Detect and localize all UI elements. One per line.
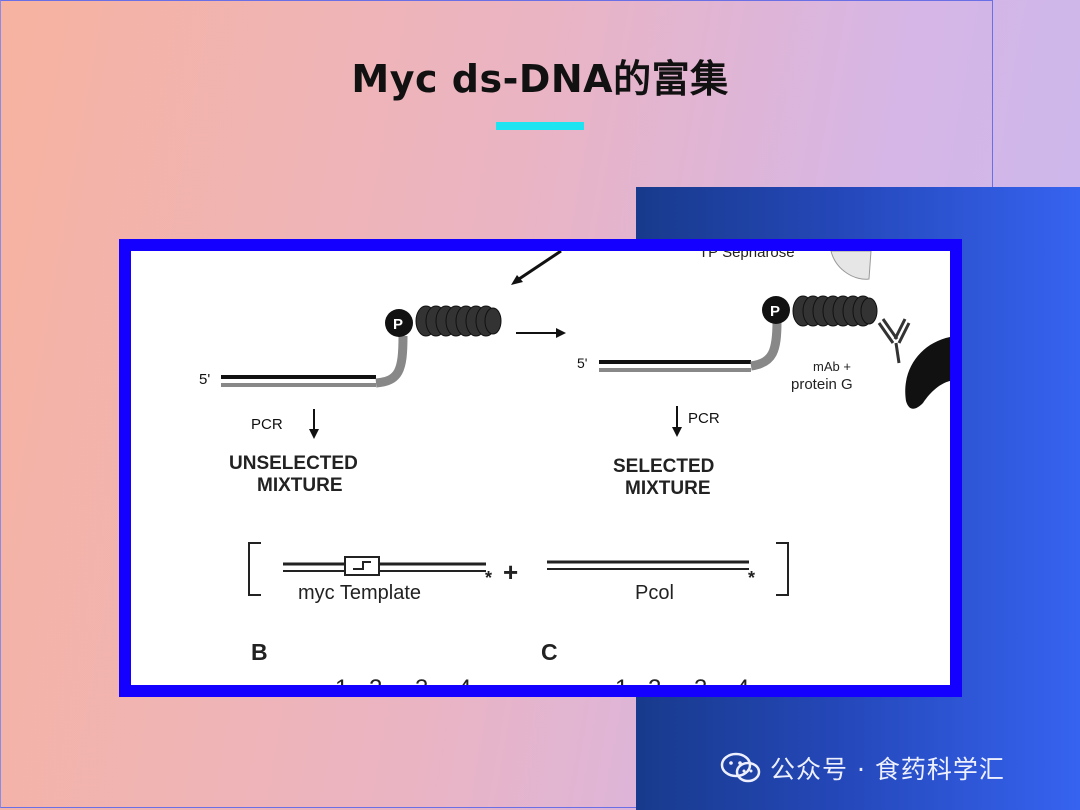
lane-c-4: 4 xyxy=(736,675,749,685)
plus-sign: + xyxy=(503,557,518,587)
mab-label: mAb + xyxy=(813,359,851,374)
svg-text:P: P xyxy=(770,303,780,320)
pcr-arrow-right xyxy=(672,427,682,437)
five-prime-left: 5' xyxy=(199,371,210,388)
protein-g-bead xyxy=(905,337,950,409)
unselected-mixture-label: MIXTURE xyxy=(257,475,343,496)
lane-b-4: 4 xyxy=(458,675,471,685)
slide-title: Myc ds-DNA的富集 xyxy=(351,57,729,101)
five-prime-right: 5' xyxy=(577,355,587,371)
watermark: 公众号 · 食药科学汇 xyxy=(720,748,1005,788)
left-linker xyxy=(375,335,408,388)
down-left-arrow xyxy=(515,251,562,283)
lane-c-1: 1 xyxy=(615,675,628,685)
title-accent-bar xyxy=(496,122,584,130)
myc-template-label: myc Template xyxy=(298,582,421,604)
left-bracket xyxy=(248,542,261,596)
selected-mixture-label: MIXTURE xyxy=(625,478,711,499)
figure-image: TP Sepharose 5' P 5' xyxy=(131,251,950,685)
pcr-label-left: PCR xyxy=(251,416,283,433)
antibody-icon xyxy=(877,318,911,364)
right-linker xyxy=(750,320,782,371)
panel-c-label: C xyxy=(541,639,558,665)
sepharose-bead-shape xyxy=(830,251,872,280)
svg-text:*: * xyxy=(748,568,755,588)
lane-c-2: 2 xyxy=(648,675,661,685)
unselected-label: UNSELECTED xyxy=(229,453,358,474)
pcr-label-right: PCR xyxy=(688,410,720,427)
watermark-text: 公众号 · 食药科学汇 xyxy=(770,755,1005,784)
panel-b-label: B xyxy=(251,639,268,665)
wechat-icon xyxy=(720,752,761,783)
protein-g-label: protein G xyxy=(791,376,853,393)
lane-c-3: 3 xyxy=(694,675,707,685)
right-bracket xyxy=(776,542,789,596)
top-label: TP Sepharose xyxy=(699,251,795,261)
lane-b-1: 1 xyxy=(335,675,348,685)
pcol-label: Pcol xyxy=(635,582,674,604)
lane-b-3: 3 xyxy=(415,675,428,685)
peptide-beads-left xyxy=(415,305,502,337)
svg-text:*: * xyxy=(485,568,492,588)
svg-text:P: P xyxy=(393,316,403,333)
phospho-circle-right xyxy=(762,296,790,324)
figure-frame: TP Sepharose 5' P 5' xyxy=(119,239,962,697)
phospho-circle-left xyxy=(385,309,413,337)
selected-label: SELECTED xyxy=(613,456,714,477)
peptide-beads-right xyxy=(792,295,878,327)
pcr-arrow-left xyxy=(309,429,319,439)
lane-b-2: 2 xyxy=(369,675,382,685)
